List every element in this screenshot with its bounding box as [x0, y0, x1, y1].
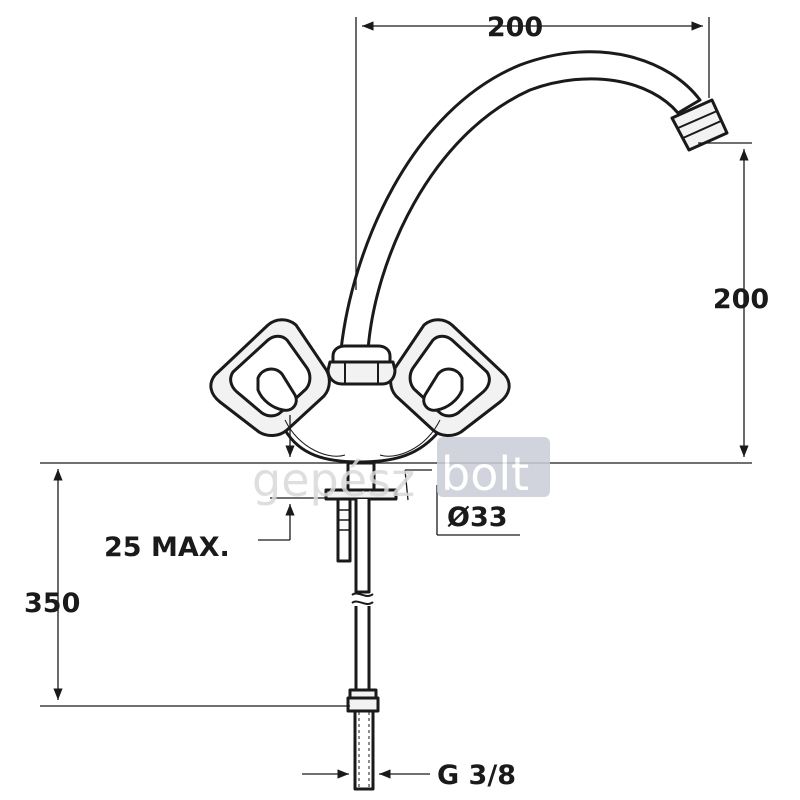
hose-lower — [354, 606, 371, 692]
dimension-lines — [40, 17, 752, 779]
hose-upper — [354, 499, 371, 594]
label-hole-diameter: Ø33 — [447, 502, 508, 533]
left-handle — [209, 318, 331, 437]
faucet-outline — [209, 50, 729, 791]
label-spout-reach: 200 — [487, 12, 543, 43]
watermark-text-part1: gepész — [252, 453, 415, 507]
right-handle — [389, 318, 511, 437]
watermark-box — [437, 437, 550, 497]
label-hose-length: 350 — [24, 588, 80, 619]
label-connection-thread: G 3/8 — [437, 760, 516, 791]
dim-line-diameter — [404, 469, 409, 501]
watermark-text-part2: bolt — [441, 447, 529, 501]
watermark-logo: gepész bolt — [252, 437, 550, 507]
hose-fitting — [346, 688, 380, 791]
label-mounting-thickness: 25 MAX. — [104, 532, 230, 563]
spout — [339, 50, 702, 352]
label-spout-height: 200 — [713, 284, 769, 315]
spout-collar — [326, 344, 397, 386]
